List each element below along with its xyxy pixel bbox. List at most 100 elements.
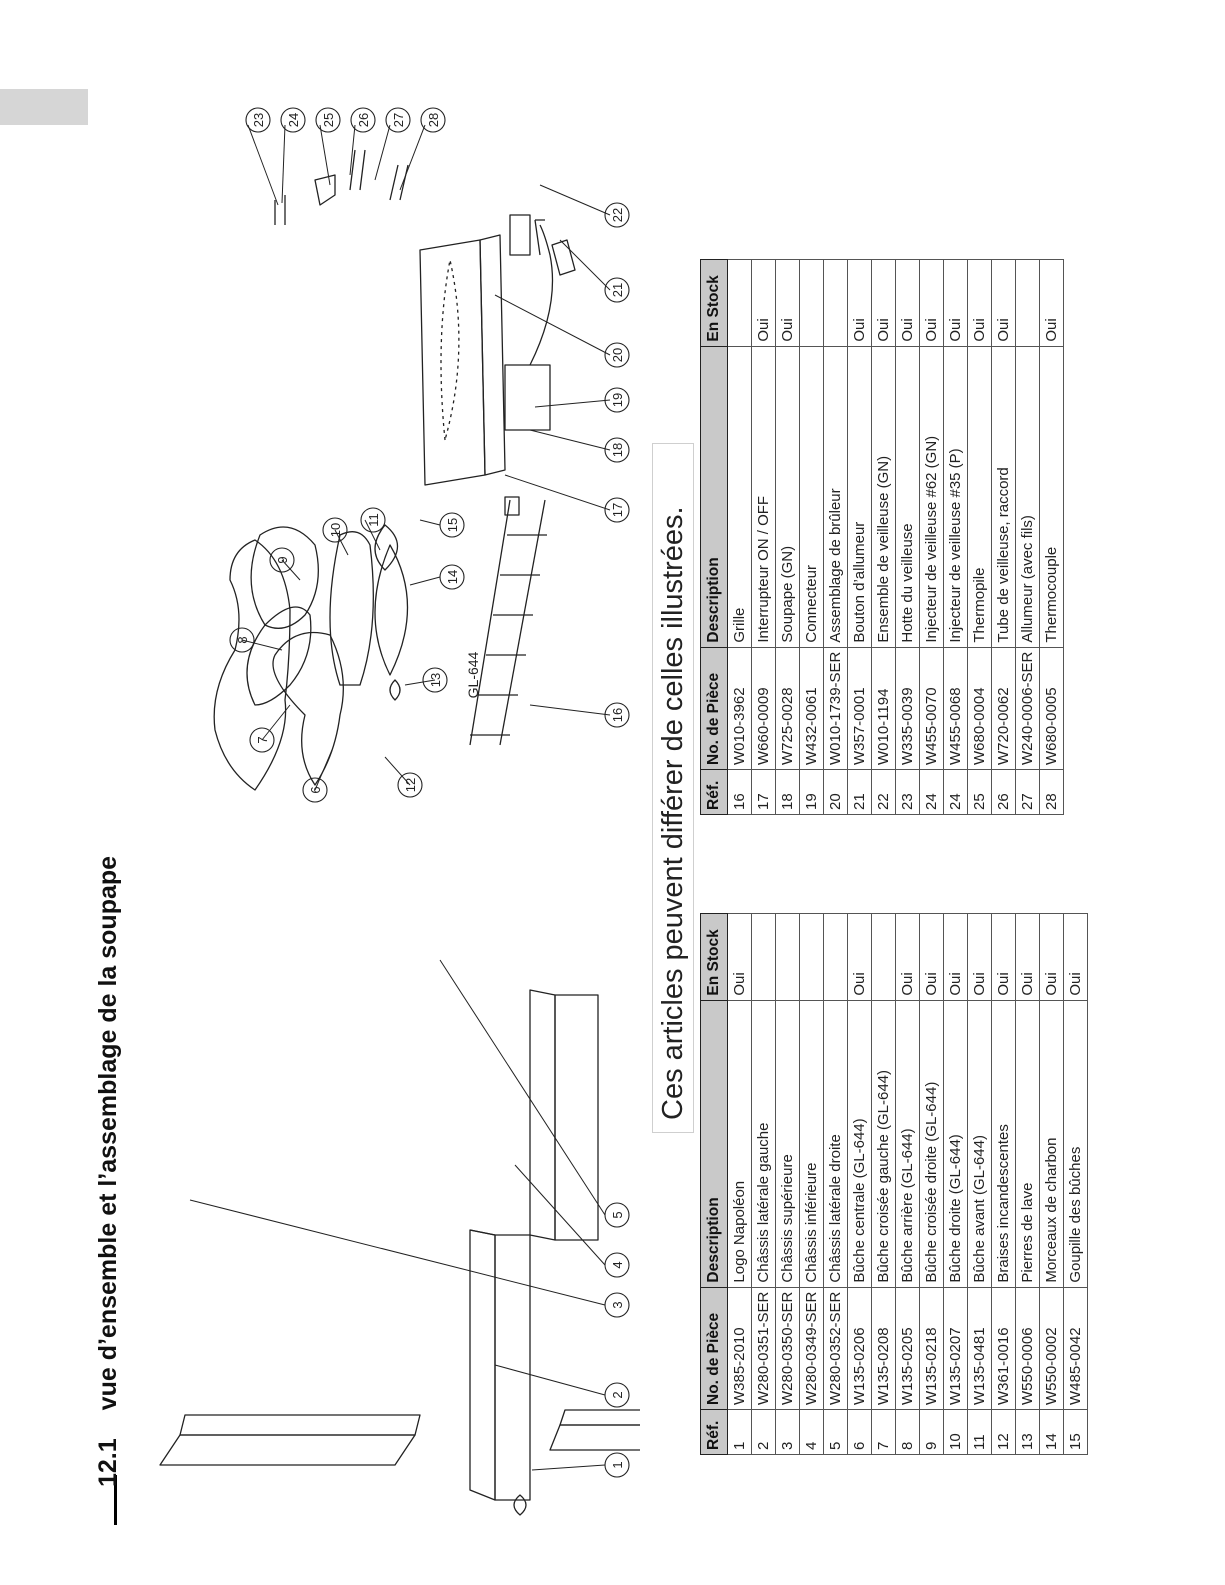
cell-in-stock: Oui [919,259,944,347]
cell-part-number: W385-2010 [727,1287,752,1410]
cell-part-number: W361-0016 [991,1287,1016,1410]
callout-19: 19 [610,393,625,407]
callout-12: 12 [403,778,418,792]
cell-in-stock: Oui [919,913,944,1001]
cell-part-number: W135-0206 [847,1287,872,1410]
cell-part-number: W135-0218 [919,1287,944,1410]
callout-26: 26 [356,113,371,127]
cell-part-number: W550-0006 [1015,1287,1040,1410]
col-part-header: No. de Pièce [700,647,728,770]
col-desc-header: Description [700,1000,728,1288]
grate-part [469,499,547,746]
cell-in-stock [823,913,848,1001]
cell-part-number: W485-0042 [1063,1287,1088,1410]
cell-in-stock: Oui [895,259,920,347]
col-part-header: No. de Pièce [700,1287,728,1410]
cell-in-stock [775,913,800,1001]
cell-part-number: W135-0207 [943,1287,968,1410]
callout-1: 1 [610,1461,625,1468]
cell-ref: 26 [991,769,1016,815]
cell-in-stock: Oui [1039,913,1064,1001]
cell-ref: 28 [1039,769,1064,815]
cell-ref: 18 [775,769,800,815]
cell-in-stock: Oui [1039,259,1064,347]
cell-part-number: W280-0349-SER [799,1287,824,1410]
cell-ref: 17 [751,769,776,815]
cell-description: Braises incandescentes [991,1000,1016,1288]
cell-ref: 2 [751,1409,776,1455]
cell-description: Bûche croisée droite (GL-644) [919,1000,944,1288]
cell-ref: 23 [895,769,920,815]
margin-bar [114,1475,117,1525]
cell-ref: 25 [967,769,992,815]
cell-part-number: W135-0205 [895,1287,920,1410]
frame-bottom [549,1409,640,1451]
cell-part-number: W725-0028 [775,647,800,770]
cell-in-stock: Oui [943,913,968,1001]
side-tab [0,89,88,125]
cell-part-number: W455-0070 [919,647,944,770]
callout-5: 5 [610,1211,625,1218]
cell-in-stock [823,259,848,347]
callout-3: 3 [610,1301,625,1308]
cell-ref: 9 [919,1409,944,1455]
cell-ref: 20 [823,769,848,815]
col-ref-header: Réf. [700,769,728,815]
pilot-assembly [274,149,531,256]
cell-in-stock: Oui [1015,913,1040,1001]
cell-part-number: W357-0001 [847,647,872,770]
cell-ref: 22 [871,769,896,815]
cell-ref: 19 [799,769,824,815]
cell-description: Soupape (GN) [775,346,800,648]
col-ref-header: Réf. [700,1409,728,1455]
callout-circles [229,107,630,1478]
cell-in-stock: Oui [847,259,872,347]
frame-left-side [469,1229,531,1501]
cell-ref: 27 [1015,769,1040,815]
cell-ref: 8 [895,1409,920,1455]
cell-part-number: W455-0068 [943,647,968,770]
cell-description: Bûche droite (GL-644) [943,1000,968,1288]
cell-in-stock: Oui [943,259,968,347]
logo-part [513,1494,527,1516]
cell-description: Hotte du veilleuse [895,346,920,648]
cell-in-stock [751,913,776,1001]
cell-in-stock: Oui [751,259,776,347]
cell-part-number: W680-0005 [1039,647,1064,770]
cell-description: Ensemble de veilleuse (GN) [871,346,896,648]
cell-ref: 14 [1039,1409,1064,1455]
callout-24: 24 [286,113,301,127]
cell-ref: 3 [775,1409,800,1455]
cell-ref: 1 [727,1409,752,1455]
cell-part-number: W240-0006-SER [1015,647,1040,770]
leader-lines [189,124,611,1471]
cell-in-stock: Oui [967,913,992,1001]
frame-right-side [529,989,599,1241]
callout-4: 4 [610,1261,625,1268]
cell-ref: 24 [919,769,944,815]
cell-in-stock: Oui [991,913,1016,1001]
cell-description: Interrupteur ON / OFF [751,346,776,648]
cell-ref: 16 [727,769,752,815]
cell-description: Châssis latérale droite [823,1000,848,1288]
cell-in-stock: Oui [727,913,752,1001]
callout-23: 23 [251,113,266,127]
illustration-note: Ces articles peuvent différer de celles … [652,443,694,1133]
cell-description: Goupille des bûches [1063,1000,1088,1288]
